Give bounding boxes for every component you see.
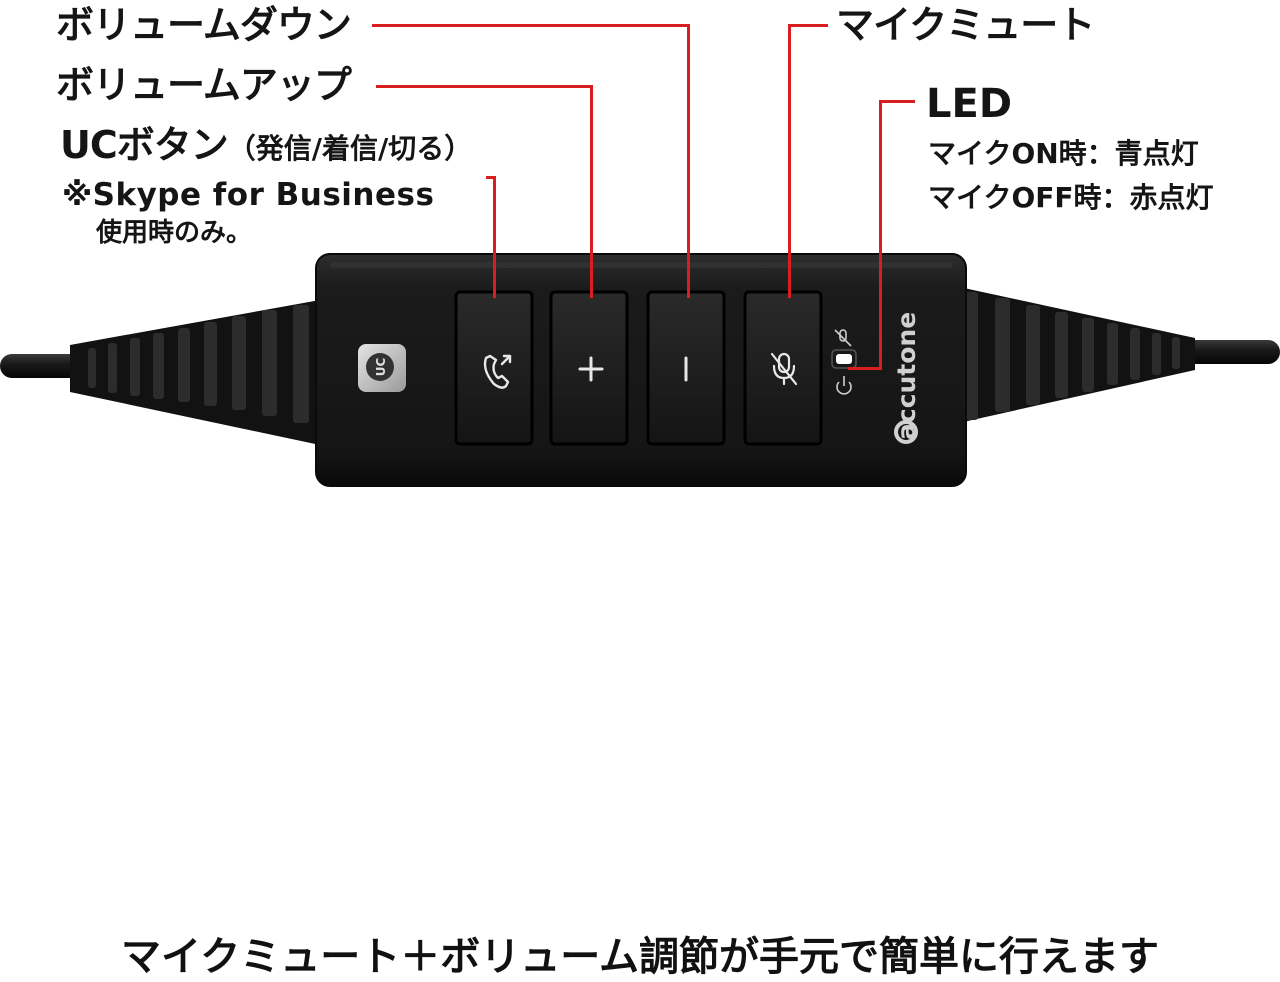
cable-left — [0, 354, 90, 378]
leader-volume-down-v — [687, 24, 690, 298]
leader-mute-h — [788, 24, 828, 27]
label-volume-down: ボリュームダウン — [56, 3, 352, 47]
mic-off-small-icon — [834, 329, 852, 347]
uc-badge-text: UC — [374, 358, 388, 377]
leader-led-v — [879, 100, 882, 370]
leader-uc-h — [486, 176, 496, 179]
volume-up-button[interactable] — [549, 290, 629, 446]
leader-led-h — [879, 100, 915, 103]
remote-body — [315, 253, 967, 487]
accutone-logo: accutone — [892, 312, 921, 444]
label-uc-button-group: UCボタン（発信/着信/切る） — [60, 126, 472, 164]
strain-relief-right — [950, 285, 1195, 425]
leader-volume-up-h — [376, 85, 593, 88]
volume-down-button[interactable] — [646, 290, 726, 446]
leader-led-h2 — [848, 367, 882, 370]
cable-right — [1180, 340, 1280, 364]
label-volume-up: ボリュームアップ — [56, 63, 352, 107]
label-skype-note-1: ※Skype for Business — [62, 177, 435, 213]
inline-remote-illustration: UC — [0, 253, 1280, 487]
label-led: LED — [926, 81, 1013, 127]
power-icon — [836, 376, 852, 395]
mic-mute-button[interactable] — [743, 290, 823, 446]
label-uc-button: UCボタン — [60, 123, 229, 167]
plus-icon — [578, 356, 604, 382]
mic-off-icon — [770, 352, 798, 386]
uc-call-button[interactable] — [454, 290, 534, 446]
leader-uc-v — [493, 176, 496, 298]
label-led-off: マイクOFF時：赤点灯 — [928, 181, 1214, 214]
call-icon — [483, 354, 512, 389]
strain-relief-left — [70, 300, 320, 445]
leader-volume-down-h — [372, 24, 690, 27]
uc-badge-icon: UC — [358, 344, 406, 392]
led-indicator — [831, 329, 857, 395]
label-mic-mute: マイクミュート — [836, 3, 1095, 47]
caption: マイクミュート＋ボリューム調節が手元で簡単に行えます — [121, 934, 1159, 980]
label-uc-button-note: （発信/着信/切る） — [227, 132, 473, 165]
svg-text:accutone: accutone — [892, 312, 921, 440]
label-skype-note-2: 使用時のみ。 — [96, 218, 253, 248]
leader-volume-up-v — [590, 85, 593, 298]
leader-mute-v — [788, 24, 791, 298]
label-led-on: マイクON時：青点灯 — [928, 137, 1199, 170]
